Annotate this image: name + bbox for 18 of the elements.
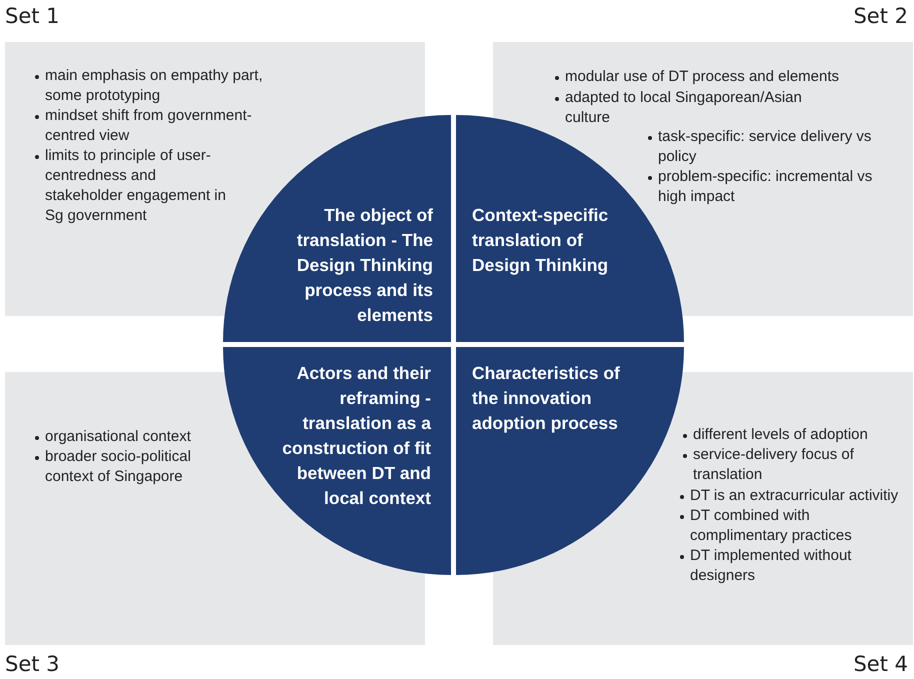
bullet-text: DT combined with complimentary practices bbox=[690, 506, 853, 546]
bullet-text: problem-specific: incremental vs high impact bbox=[658, 167, 874, 207]
quadrant-title: Context-specific translation of Design Thinking bbox=[472, 204, 610, 277]
bullet-text: modular use of DT process and elements bbox=[565, 67, 840, 87]
bullet-text: broader socio-political context of Singapore bbox=[45, 447, 192, 487]
bullet-text: DT is an extracurricular activitiy bbox=[690, 486, 900, 506]
set-label: Set 3 bbox=[5, 652, 60, 676]
bullet-text: service-delivery focus of translation bbox=[693, 445, 855, 485]
bullet-text: organisational context bbox=[45, 427, 192, 447]
bullet-text: limits to principle of user-centredness and stakeholder engagement in Sg government bbox=[45, 146, 227, 226]
quadrant-title: The object of translation - The Design Thinking process and its elements bbox=[296, 204, 433, 327]
set-label: Set 2 bbox=[853, 4, 908, 28]
quadrant-title: Characteristics of the innovation adoption process bbox=[472, 362, 621, 435]
quadrant-title: Actors and their reframing - translation as a construction of fit between DT and local context bbox=[281, 362, 431, 510]
set-label: Set 1 bbox=[5, 4, 60, 28]
bullet-text: different levels of adoption bbox=[693, 425, 869, 445]
bullet-text: DT implemented without designers bbox=[690, 546, 852, 586]
set-label: Set 4 bbox=[853, 652, 908, 676]
